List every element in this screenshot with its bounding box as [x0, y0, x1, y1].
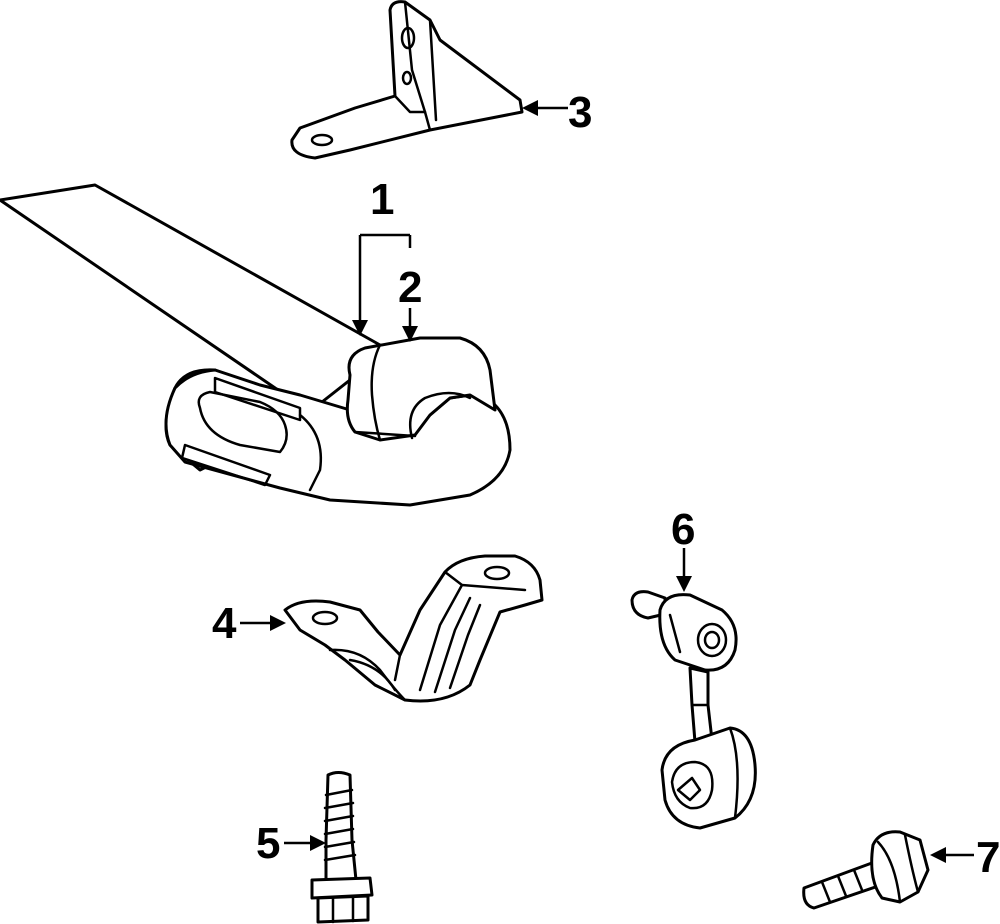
callout-5-number: 5 [256, 819, 280, 868]
part-4-clamp [283, 554, 544, 703]
part-3-bracket [290, 0, 524, 160]
callout-6-number: 6 [671, 505, 695, 554]
part-1-stabilizer-bar [0, 183, 512, 507]
callout-3-number: 3 [568, 88, 592, 137]
callout-6-leader [676, 548, 692, 592]
callout-7-number: 7 [976, 833, 1000, 882]
callout-5-leader [284, 835, 326, 851]
callout-2-leader [402, 235, 418, 342]
callout-3-leader [522, 100, 568, 116]
part-6-stabilizer-link [630, 590, 757, 830]
callout-7-leader [930, 847, 974, 863]
part-5-bolt [310, 771, 374, 924]
callout-4-number: 4 [212, 599, 237, 648]
callout-1-leader [352, 233, 410, 336]
callout-4-leader [240, 615, 286, 631]
part-2-bushing [345, 336, 497, 442]
callout-2-number: 2 [398, 263, 422, 312]
part-7-flange-bolt [802, 830, 930, 910]
callout-1-number: 1 [370, 175, 394, 224]
